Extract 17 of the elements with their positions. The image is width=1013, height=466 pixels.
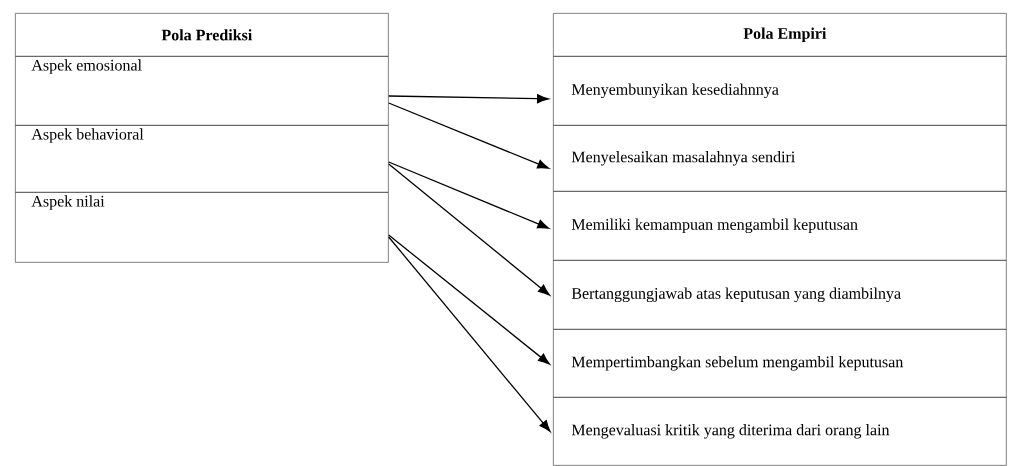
header-cell: Pola Prediksi <box>15 13 389 57</box>
table-cell: Memiliki kemampuan mengambil keputusan <box>553 191 1007 261</box>
arrow <box>388 94 549 104</box>
table-cell: Mengevaluasi kritik yang diterima dari orang lain <box>553 397 1007 466</box>
arrow <box>388 102 550 169</box>
arrow <box>388 234 550 365</box>
table-cell: Aspek nilai <box>15 192 389 263</box>
arrow <box>388 236 551 432</box>
table-cell: Menyembunyikan kesediahnnya <box>553 56 1007 126</box>
header-cell: Pola Empiri <box>553 13 1007 57</box>
table-cell: Aspek emosional <box>15 56 389 126</box>
arrow <box>388 163 550 296</box>
table-cell: Aspek behavioral <box>15 125 389 193</box>
table-cell: Menyelesaikan masalahnya sendiri <box>553 125 1007 192</box>
table-cell: Mempertimbangkan sebelum mengambil keputusan <box>553 329 1007 398</box>
arrow <box>388 161 550 229</box>
table-cell: Bertanggungjawab atas keputusan yang diambilnya <box>553 260 1007 330</box>
